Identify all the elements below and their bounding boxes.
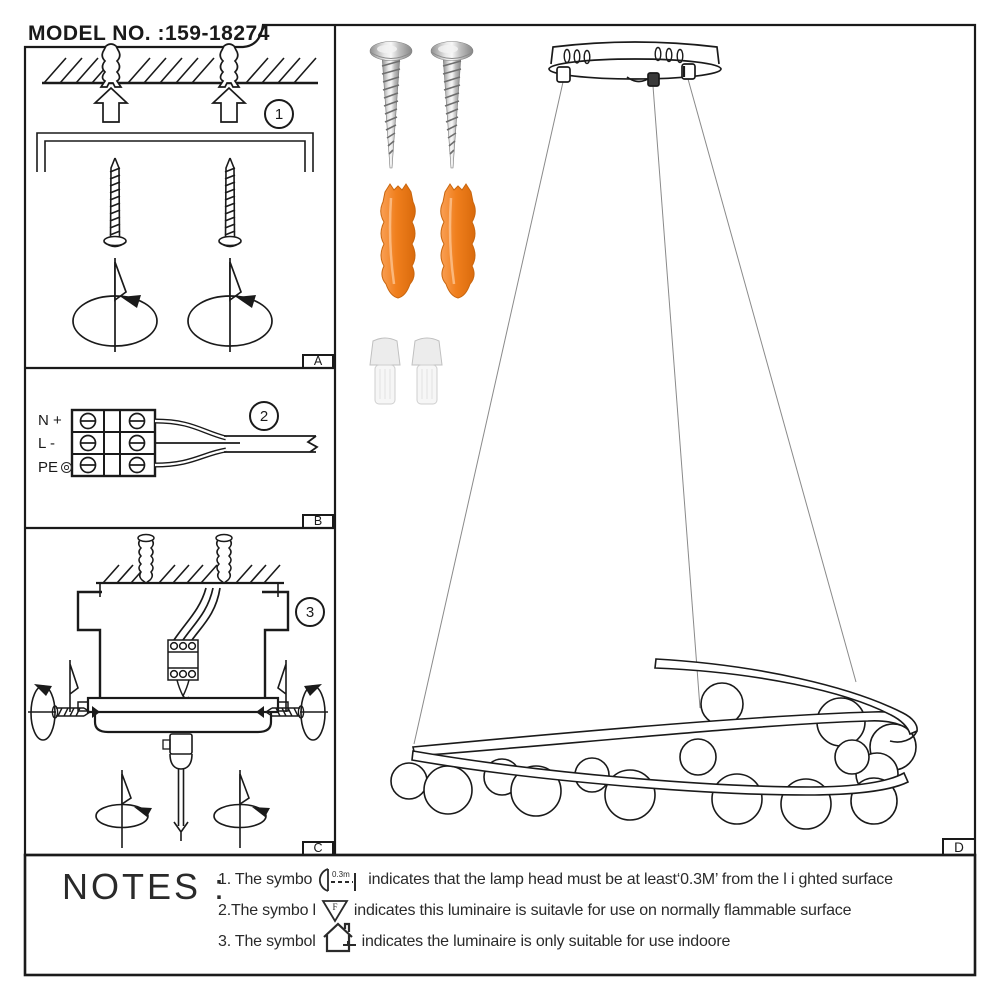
- ceiling-screw: [137, 533, 155, 584]
- notes-heading: NOTES :: [62, 866, 228, 907]
- canopy-terminal-block: [167, 639, 199, 700]
- step-number-2: 2: [249, 401, 279, 431]
- vent-slots: [563, 46, 684, 65]
- screw-line-art: [103, 157, 127, 248]
- note-item-2: 2.The symbo l F indicates this luminaire…: [218, 895, 963, 926]
- mounting-screw-photo: [369, 41, 413, 169]
- distance-0-3m-icon: 0.3m: [319, 867, 357, 892]
- canopy-wall: [76, 590, 290, 698]
- note-item-1: 1. The symbo 0.3m indicates that the lam…: [218, 864, 963, 895]
- wall-plug-photo: [440, 183, 476, 299]
- side-screw-left: [28, 660, 100, 741]
- ceiling-canopy: [548, 41, 722, 87]
- spiral-arms: [411, 658, 918, 796]
- step2-diagram: [70, 408, 319, 478]
- wall-plug-photo: [380, 183, 416, 299]
- canopy-wires: [173, 587, 221, 641]
- model-number: MODEL NO. :159-18274: [28, 22, 270, 45]
- mounting-bracket: [36, 132, 314, 172]
- cable-gripper: [647, 72, 660, 87]
- chandelier: [390, 658, 918, 830]
- svg-text:F: F: [332, 902, 337, 912]
- earth-icon: [61, 462, 73, 473]
- push-up-arrow: [94, 87, 128, 123]
- svg-text:0.3m: 0.3m: [332, 870, 350, 879]
- panel-tab-d: D: [954, 840, 964, 855]
- panel-borders: [23, 23, 977, 977]
- house-indoor-icon: [322, 921, 356, 952]
- rotate-symbol: [72, 257, 158, 353]
- cable-drop: [162, 733, 193, 841]
- step1-diagram: [36, 43, 318, 353]
- glass-globes: [390, 682, 917, 830]
- notes-list: 1. The symbo 0.3m indicates that the lam…: [218, 864, 963, 957]
- panel-tab-a: A: [313, 354, 323, 368]
- step-number-1: 1: [264, 99, 294, 129]
- note-item-3: 3. The symbol indicates the luminaire is…: [218, 921, 963, 957]
- suspension-wires: [413, 78, 857, 745]
- step-number-3: 3: [295, 597, 325, 627]
- terminal-label-live: N +: [38, 412, 62, 429]
- cable-gripper: [556, 66, 571, 83]
- rotate-symbol: [95, 769, 153, 849]
- wall-anchor-in-ceiling: [100, 43, 122, 88]
- side-screw-right: [256, 660, 328, 741]
- terminal-label-earth: PE: [38, 459, 73, 476]
- wire-connector-photo: [369, 337, 401, 405]
- step3-diagram: [28, 533, 328, 849]
- f-triangle-icon: F: [321, 899, 349, 923]
- canopy-bar: [77, 696, 289, 734]
- cable-gripper: [681, 63, 696, 80]
- hardware-parts: [369, 41, 476, 405]
- terminal-label-neutral: L -: [38, 435, 55, 452]
- panel-tab-b: B: [313, 514, 323, 528]
- panel-tab-c: C: [313, 841, 323, 855]
- supply-wires: [154, 418, 319, 468]
- wire-connector-photo: [411, 337, 443, 405]
- mounting-screw-photo: [430, 41, 474, 169]
